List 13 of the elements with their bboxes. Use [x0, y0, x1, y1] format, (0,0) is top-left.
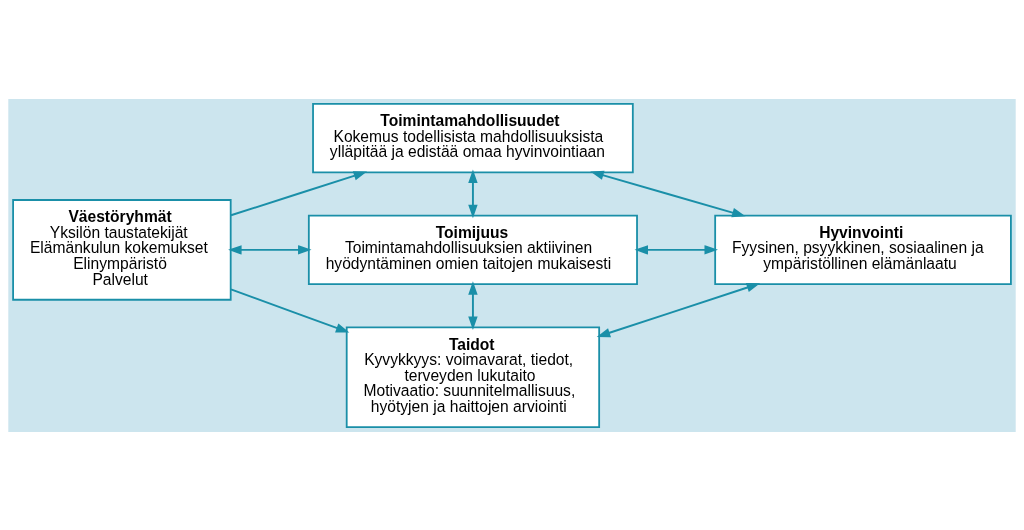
arrow	[468, 169, 478, 218]
node-box: Väestöryhmät Yksilön taustatekijät Elämänkulun kokemukset Elinympäristö Palvelut	[12, 198, 232, 301]
node-box: Taidot Kyvykkyys: voimavarat, tiedot, terveyden lukutaito Motivaatio: suunnitelmallisuus, hyötyjen ja haittojen arviointi	[345, 326, 601, 428]
node-box: Toimintamahdollisuudet Kokemus todellisista mahdollisuuksista ylläpitää ja edistää omaa hyvinvointiaan	[312, 102, 634, 173]
arrow	[590, 170, 746, 217]
arrow	[468, 280, 478, 330]
arrow	[228, 244, 312, 255]
arrow	[634, 244, 718, 255]
node-box: Toimijuus Toimintamahdollisuuksien aktiivinen hyödyntäminen omien taitojen mukaisesti	[307, 214, 638, 285]
arrow	[230, 170, 368, 216]
arrow	[596, 282, 761, 337]
arrow	[230, 287, 350, 333]
node-box: Hyvinvointi Fyysinen, psyykkinen, sosiaalinen ja ympäristöllinen elämänlaatu	[714, 214, 1012, 285]
